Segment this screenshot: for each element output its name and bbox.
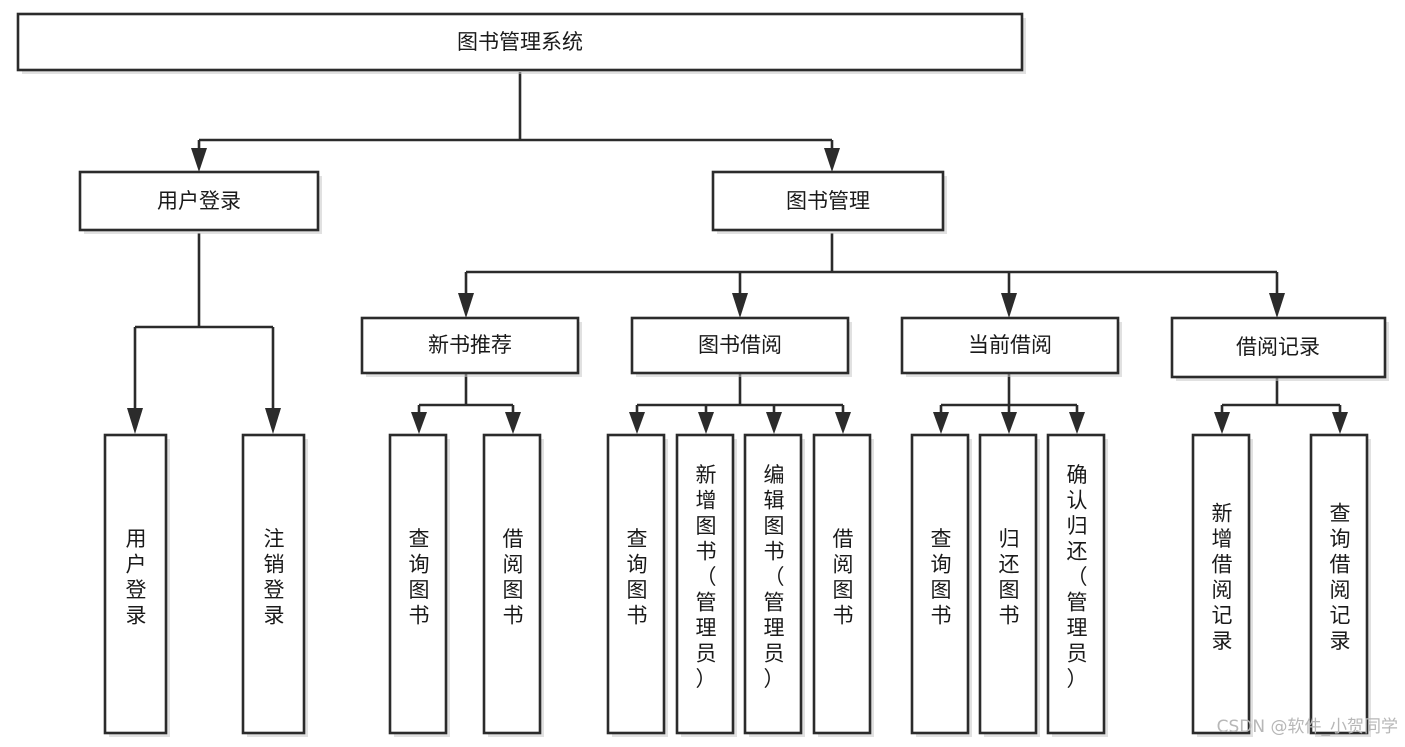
node-borrow-record[interactable]: 借阅记录	[1170, 316, 1389, 381]
leaf-query-book-2[interactable]: 查询图书	[606, 433, 668, 737]
arrow-to-new-book-recommend	[458, 293, 474, 318]
leaf-confirm-return-box	[1046, 433, 1106, 735]
leaf-add-record-box	[1191, 433, 1251, 735]
leaf-add-book[interactable]: 新增图书（管理员）	[675, 433, 737, 737]
leaf-query-book-3[interactable]: 查询图书	[910, 433, 972, 737]
leaf-query-record[interactable]: 查询借阅记录	[1309, 433, 1371, 737]
leaf-query-book-1-box	[388, 433, 448, 735]
leaf-add-record[interactable]: 新增借阅记录	[1191, 433, 1253, 737]
leaf-edit-book-label: 编辑图书（管理员）	[764, 463, 785, 691]
leaf-confirm-return[interactable]: 确认归还（管理员）	[1046, 433, 1108, 737]
node-new-book-recommend-label: 新书推荐	[428, 333, 512, 357]
arrow-to-current-borrow	[1001, 293, 1017, 318]
leaf-logout-login-box	[241, 433, 306, 735]
leaf-edit-book-box	[743, 433, 803, 735]
leaf-logout-login[interactable]: 注销登录	[241, 433, 308, 737]
arrow-to-leaf-edit-book	[766, 412, 782, 434]
arrow-to-leaf-confirm-return	[1069, 412, 1085, 434]
node-borrow-record-label: 借阅记录	[1236, 335, 1320, 359]
arrow-to-leaf-borrow-book-2	[835, 412, 851, 434]
arrow-to-borrow-record	[1269, 293, 1285, 318]
leaf-query-book-2-box	[606, 433, 666, 735]
leaf-user-login-box	[103, 433, 168, 735]
node-current-borrow-box	[900, 316, 1120, 375]
node-root-label: 图书管理系统	[457, 30, 583, 54]
node-root[interactable]: 图书管理系统	[16, 12, 1026, 74]
arrow-to-book-manage	[824, 148, 840, 172]
node-current-borrow-label: 当前借阅	[968, 333, 1052, 357]
connector-layer	[127, 72, 1348, 434]
leaf-return-book-label: 归还图书	[999, 527, 1020, 628]
arrow-to-leaf-user-login	[127, 408, 143, 434]
leaf-query-book-3-box	[910, 433, 970, 735]
arrow-to-leaf-return-book	[1001, 412, 1017, 434]
leaf-borrow-book-2-box	[812, 433, 872, 735]
leaf-query-book-3-label: 查询图书	[931, 527, 952, 628]
node-user-login-box	[78, 170, 320, 232]
leaf-query-book-2-label: 查询图书	[627, 527, 648, 628]
leaf-add-book-box	[675, 433, 735, 735]
leaf-add-book-label: 新增图书（管理员）	[696, 463, 717, 691]
csdn-watermark: CSDN @软件_小贺同学	[1217, 717, 1398, 737]
arrow-to-leaf-borrow-book-1	[505, 412, 521, 434]
leaf-confirm-return-label: 确认归还（管理员）	[1067, 463, 1088, 691]
node-new-book-recommend[interactable]: 新书推荐	[360, 316, 582, 377]
leaf-return-book-box	[978, 433, 1038, 735]
arrow-to-leaf-add-book	[698, 412, 714, 434]
leaf-query-book-1[interactable]: 查询图书	[388, 433, 450, 737]
leaf-user-login-label: 用户登录	[126, 527, 147, 628]
arrow-to-leaf-query-record	[1332, 412, 1348, 434]
node-book-borrow-label: 图书借阅	[698, 333, 782, 357]
node-user-login-label: 用户登录	[157, 189, 241, 213]
leaf-add-record-label: 新增借阅记录	[1212, 501, 1233, 653]
node-borrow-record-box	[1170, 316, 1387, 379]
arrow-to-leaf-add-record	[1214, 412, 1230, 434]
arrow-to-book-borrow	[732, 293, 748, 318]
leaf-user-login[interactable]: 用户登录	[103, 433, 170, 737]
node-book-manage-label: 图书管理	[786, 189, 870, 213]
node-root-box	[16, 12, 1024, 72]
leaf-return-book[interactable]: 归还图书	[978, 433, 1040, 737]
leaf-borrow-book-1[interactable]: 借阅图书	[482, 433, 544, 737]
node-current-borrow[interactable]: 当前借阅	[900, 316, 1122, 377]
node-user-login[interactable]: 用户登录	[78, 170, 322, 234]
leaf-borrow-book-2[interactable]: 借阅图书	[812, 433, 874, 737]
arrow-to-leaf-logout-login	[265, 408, 281, 434]
node-book-borrow-box	[630, 316, 850, 375]
leaf-edit-book[interactable]: 编辑图书（管理员）	[743, 433, 805, 737]
leaf-query-book-1-label: 查询图书	[409, 527, 430, 628]
leaf-borrow-book-2-label: 借阅图书	[833, 527, 854, 628]
arrow-to-leaf-query-book-3	[933, 412, 949, 434]
node-book-manage-box	[711, 170, 945, 232]
leaf-query-record-label: 查询借阅记录	[1330, 501, 1351, 653]
leaf-borrow-book-1-box	[482, 433, 542, 735]
arrow-to-leaf-query-book-2	[629, 412, 645, 434]
leaf-logout-login-label: 注销登录	[264, 527, 285, 628]
node-new-book-recommend-box	[360, 316, 580, 375]
node-book-manage[interactable]: 图书管理	[711, 170, 947, 234]
arrow-to-leaf-query-book-1	[411, 412, 427, 434]
node-book-borrow[interactable]: 图书借阅	[630, 316, 852, 377]
leaf-query-record-box	[1309, 433, 1369, 735]
arrow-to-user-login	[191, 148, 207, 172]
leaf-borrow-book-1-label: 借阅图书	[503, 527, 524, 628]
